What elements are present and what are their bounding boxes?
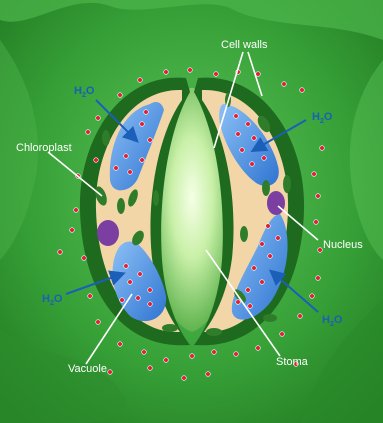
water-dot bbox=[138, 78, 143, 83]
water-dot bbox=[260, 242, 265, 247]
water-dot bbox=[262, 156, 267, 161]
water-dot bbox=[148, 366, 153, 371]
water-dot bbox=[298, 314, 303, 319]
water-dot bbox=[148, 138, 153, 143]
chloroplast bbox=[263, 314, 277, 322]
water-dot bbox=[248, 304, 253, 309]
water-dot bbox=[88, 294, 93, 299]
water-dot bbox=[140, 122, 145, 127]
water-dot bbox=[268, 254, 273, 259]
nucleus-left bbox=[97, 220, 119, 246]
water-dot bbox=[182, 376, 187, 381]
water-dot bbox=[118, 93, 123, 98]
water-dot bbox=[164, 70, 169, 75]
chloroplast bbox=[240, 226, 248, 242]
water-dot bbox=[320, 146, 325, 151]
water-dot bbox=[234, 352, 239, 357]
water-dot bbox=[246, 288, 251, 293]
water-dot bbox=[142, 350, 147, 355]
water-dot bbox=[148, 288, 153, 293]
chloroplast bbox=[262, 180, 270, 196]
label-chloroplast: Chloroplast bbox=[16, 142, 72, 154]
chloroplast bbox=[153, 190, 159, 206]
chloroplast bbox=[206, 328, 222, 336]
chloroplast bbox=[283, 175, 291, 193]
water-dot bbox=[280, 332, 285, 337]
water-dot bbox=[256, 72, 261, 77]
water-dot bbox=[114, 166, 119, 171]
label-stoma: Stoma bbox=[276, 356, 309, 368]
water-dot bbox=[316, 194, 321, 199]
water-dot bbox=[118, 342, 123, 347]
water-dot bbox=[120, 298, 125, 303]
nucleus-right bbox=[267, 191, 285, 215]
water-dot bbox=[188, 68, 193, 73]
water-dot bbox=[212, 350, 217, 355]
water-dot bbox=[124, 264, 129, 269]
water-dot bbox=[234, 114, 239, 119]
water-dot bbox=[124, 154, 129, 159]
water-dot bbox=[252, 136, 257, 141]
water-dot bbox=[206, 372, 211, 377]
chloroplast bbox=[102, 130, 110, 146]
water-dot bbox=[250, 162, 255, 167]
water-dot bbox=[256, 346, 261, 351]
water-dot bbox=[96, 116, 101, 121]
water-dot bbox=[136, 296, 141, 301]
water-dot bbox=[58, 250, 63, 255]
water-dot bbox=[144, 110, 149, 115]
water-dot bbox=[148, 302, 153, 307]
water-dot bbox=[214, 72, 219, 77]
water-dot bbox=[86, 130, 91, 135]
water-dot bbox=[310, 294, 315, 299]
water-dot bbox=[74, 208, 79, 213]
water-dot bbox=[236, 132, 241, 137]
label-nucleus: Nucleus bbox=[323, 239, 363, 251]
water-dot bbox=[266, 224, 271, 229]
chloroplast bbox=[117, 198, 125, 214]
water-dot bbox=[240, 148, 245, 153]
water-dot bbox=[140, 158, 145, 163]
water-dot bbox=[282, 82, 287, 87]
water-dot bbox=[314, 220, 319, 225]
water-dot bbox=[318, 248, 323, 253]
water-dot bbox=[300, 88, 305, 93]
water-dot bbox=[252, 266, 257, 271]
water-dot bbox=[236, 300, 241, 305]
water-dot bbox=[260, 280, 265, 285]
water-dot bbox=[138, 272, 143, 277]
water-dot bbox=[312, 172, 317, 177]
water-dot bbox=[164, 358, 169, 363]
water-dot bbox=[128, 280, 133, 285]
water-dot bbox=[276, 236, 281, 241]
water-dot bbox=[70, 228, 75, 233]
water-dot bbox=[82, 256, 87, 261]
water-dot bbox=[190, 354, 195, 359]
water-dot bbox=[94, 158, 99, 163]
label-cell-walls: Cell walls bbox=[221, 39, 268, 51]
water-dot bbox=[246, 122, 251, 127]
water-dot bbox=[108, 370, 113, 375]
chloroplast bbox=[162, 324, 178, 332]
water-dot bbox=[96, 320, 101, 325]
water-dot bbox=[316, 276, 321, 281]
water-dot bbox=[128, 170, 133, 175]
label-vacuole: Vacuole bbox=[68, 363, 107, 375]
